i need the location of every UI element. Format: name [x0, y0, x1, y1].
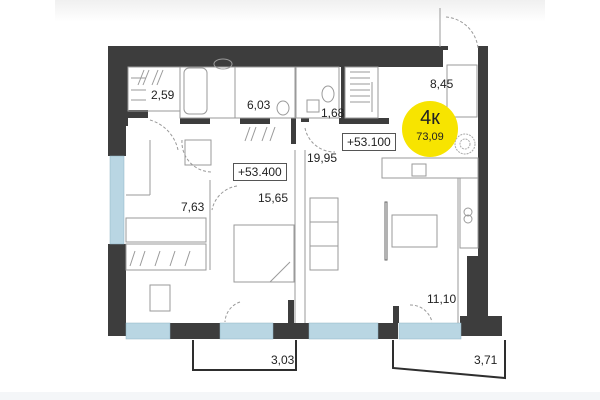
room-area-wc: 1,68 [321, 106, 345, 120]
room-area-bathroom: 6,03 [247, 98, 271, 112]
top-fade [55, 0, 545, 22]
partitions [125, 8, 479, 323]
balcony-outlines [192, 340, 506, 380]
room-area-balcony-left: 3,03 [271, 353, 295, 367]
fixtures [183, 58, 473, 224]
apartment-badge: 4к 73,09 [402, 101, 458, 157]
room-area-kitchen: 11,10 [427, 292, 457, 306]
apartment-total-area: 73,09 [416, 131, 444, 143]
wardrobe-hatch [129, 69, 370, 267]
room-area-bedroom: 15,65 [258, 191, 289, 205]
walls [108, 46, 502, 339]
door-swings [149, 16, 479, 323]
room-area-balcony-right: 3,71 [474, 353, 498, 367]
room-area-wardrobe: 2,59 [151, 88, 175, 102]
room-area-study: 7,63 [181, 200, 205, 214]
room-area-hallway: 8,45 [430, 77, 454, 91]
plant-icon [454, 133, 476, 155]
bottom-fade [0, 392, 600, 400]
room-area-living: 19,95 [307, 151, 338, 165]
elevation-mark-living: +53.100 [342, 133, 396, 151]
elevation-mark-bedroom: +53.400 [233, 163, 287, 181]
apartment-type: 4к [420, 107, 440, 129]
windows [109, 155, 462, 340]
